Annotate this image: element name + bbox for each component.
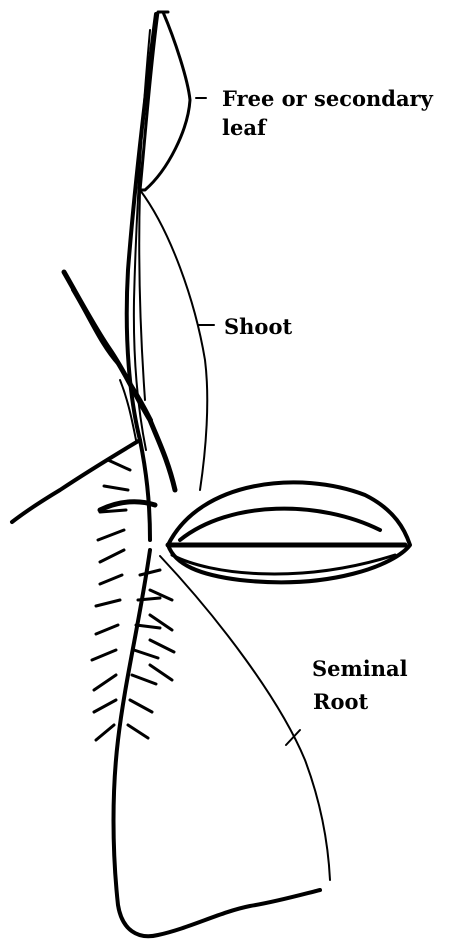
shoot-outline — [140, 190, 207, 490]
grain-inner — [180, 509, 380, 540]
main-stem — [127, 14, 156, 540]
root-label-line1: Seminal — [312, 656, 408, 682]
seminal-root-right — [160, 556, 330, 880]
leaf-label-line1: Free or secondary — [222, 86, 433, 112]
secondary-leaf-outline — [140, 12, 190, 190]
leaf-label-line2: leaf — [222, 115, 266, 141]
lateral-root-2 — [100, 502, 155, 510]
shoot-label: Shoot — [224, 314, 292, 340]
root-label-line2: Root — [313, 689, 368, 715]
shoot-inner-line — [139, 190, 145, 400]
